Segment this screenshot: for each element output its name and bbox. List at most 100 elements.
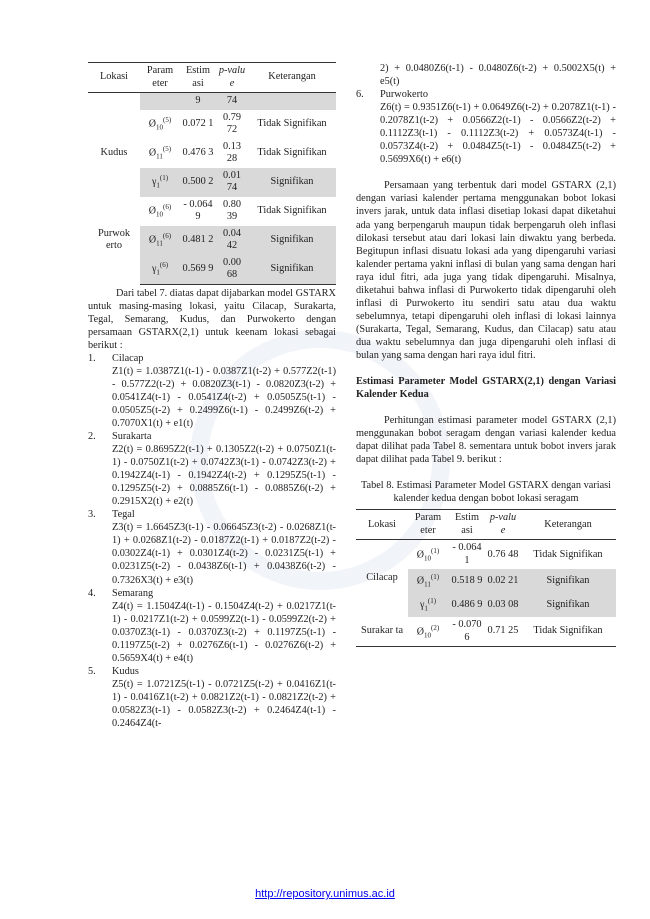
cell-estimasi: 0.569 9 (180, 254, 216, 285)
cell-estimasi: - 0.070 6 (448, 617, 486, 648)
table-header-row: Lokasi Param eter Estim asi p-valu e Ket… (356, 509, 616, 541)
cell-lokasi: Kudus (100, 146, 128, 158)
cell-estimasi: 0.072 1 (182, 117, 214, 129)
cell-estimasi: 0.500 2 (180, 167, 216, 197)
equation-continuation: 2) + 0.0480Z6(t-1) - 0.0480Z6(t-2) + 0.5… (380, 63, 616, 88)
cell-estimasi: 0.518 9 (448, 569, 486, 594)
cell-parameter: Ø10(6) (148, 203, 172, 219)
cell-pvalue: 74 (216, 92, 248, 110)
cell-keterangan: Signifikan (248, 254, 336, 285)
header-lokasi: Lokasi (88, 62, 140, 93)
page-footer: http://repository.unimus.ac.id (0, 888, 650, 900)
header-pvalue: p-valu e (216, 62, 248, 93)
cell-parameter: γ1(1) (140, 167, 180, 197)
cell-pvalue: 0.02 21 (486, 569, 520, 594)
cell-keterangan: Tidak Signifikan (520, 617, 616, 648)
cell-estimasi: - 0.064 1 (452, 542, 482, 566)
repository-link[interactable]: http://repository.unimus.ac.id (255, 888, 395, 900)
table-row: Purwok erto Ø10(6) - 0.064 9 0.80 39 Tid… (88, 197, 336, 252)
equation-item: 6. Purwokerto Z6(t) = 0.9351Z6(t-1) + 0.… (356, 89, 616, 166)
table-row: γ1(6) 0.569 9 0.00 68 Signifikan (88, 254, 336, 285)
equation-name: Semarang (112, 587, 154, 599)
equation-item: 2. Surakarta Z2(t) = 0.8695Z2(t-1) + 0.1… (88, 431, 336, 508)
table-row: Ø11(6) 0.481 2 0.04 42 Signifikan (88, 225, 336, 255)
cell-keterangan: Signifikan (520, 593, 616, 618)
equation-item: 1. Cilacap Z1(t) = 1.0387Z1(t-1) - 0.038… (88, 352, 336, 429)
header-estimasi: Estim asi (448, 509, 486, 541)
header-pvalue: p-valu e (486, 509, 520, 541)
cell-keterangan: Signifikan (520, 569, 616, 594)
cell-parameter: Ø10(5) (148, 116, 172, 132)
cell-estimasi: 9 (180, 92, 216, 110)
cell-keterangan: Tidak Signifikan (257, 204, 327, 216)
cell-keterangan: Tidak Signifikan (257, 117, 327, 129)
equation-text: Z1(t) = 1.0387Z1(t-1) - 0.0387Z1(t-2) + … (112, 365, 336, 429)
equation-text: Z3(t) = 1.6645Z3(t-1) - 0.06645Z3(t-2) -… (112, 522, 336, 586)
header-keterangan: Keterangan (248, 62, 336, 93)
cell-parameter: Ø11(1) (408, 569, 448, 594)
cell-keterangan: Signifikan (248, 225, 336, 255)
cell-pvalue: 0.04 42 (216, 225, 248, 255)
cell-estimasi: - 0.064 9 (183, 198, 213, 223)
table-row: Kudus Ø10(5) 0.072 1 0.79 72 Tidak Signi… (88, 110, 336, 158)
cell-parameter: γ1(1) (408, 593, 448, 618)
table-caption: Tabel 8. Estimasi Parameter Model GSTARX… (360, 480, 612, 505)
equation-text: Z6(t) = 0.9351Z6(t-1) + 0.0649Z6(t-2) + … (380, 102, 616, 166)
cell-lokasi: Surakar ta (356, 617, 408, 648)
cell-keterangan: Tidak Signifikan (257, 146, 327, 158)
equation-item: 5. Kudus Z5(t) = 1.0721Z5(t-1) - 0.0721Z… (88, 665, 336, 730)
table-7: Lokasi Param eter Estim asi p-valu e Ket… (88, 62, 336, 285)
header-parameter: Param eter (140, 62, 180, 93)
cell-lokasi: Purwok erto (97, 227, 131, 252)
cell-lokasi: Cilacap (366, 572, 398, 584)
cell-pvalue: 0.71 25 (486, 617, 520, 648)
equation-item: 3. Tegal Z3(t) = 1.6645Z3(t-1) - 0.06645… (88, 509, 336, 586)
cell-parameter: Ø10(1) (416, 546, 440, 563)
cell-keterangan: Signifikan (248, 167, 336, 197)
equation-name: Tegal (112, 509, 135, 521)
equation-name: Kudus (112, 665, 139, 677)
table-header-row: Lokasi Param eter Estim asi p-valu e Ket… (88, 62, 336, 93)
left-column: Lokasi Param eter Estim asi p-valu e Ket… (88, 62, 336, 730)
table-8: Lokasi Param eter Estim asi p-valu e Ket… (356, 509, 616, 648)
right-column: 2) + 0.0480Z6(t-1) - 0.0480Z6(t-2) + 0.5… (356, 62, 616, 648)
cell-pvalue: 0.03 08 (486, 593, 520, 618)
cell-pvalue: 0.13 28 (222, 140, 242, 165)
cell-pvalue: 0.76 48 (487, 548, 519, 560)
cell-pvalue: 0.80 39 (222, 198, 242, 223)
cell-keterangan: Tidak Signifikan (533, 548, 603, 560)
table-row: Ø11(1) 0.518 9 0.02 21 Signifikan (356, 569, 616, 594)
cell-pvalue: 0.79 72 (222, 111, 242, 136)
cell-pvalue: 0.00 68 (216, 254, 248, 285)
cell-parameter: γ1(6) (140, 254, 180, 285)
cell-estimasi: 0.486 9 (448, 593, 486, 618)
equation-name: Surakarta (112, 431, 152, 443)
header-lokasi: Lokasi (356, 509, 408, 541)
section-heading: Estimasi Parameter Model GSTARX(2,1) den… (356, 376, 616, 401)
body-paragraph: Persamaan yang terbentuk dari model GSTA… (356, 180, 616, 361)
equation-name: Purwokerto (380, 89, 429, 101)
header-estimasi: Estim asi (180, 62, 216, 93)
table-row: 9 74 (88, 92, 336, 110)
equation-list: 6. Purwokerto Z6(t) = 0.9351Z6(t-1) + 0.… (356, 88, 616, 166)
cell-parameter: Ø11(6) (140, 225, 180, 255)
cell-pvalue: 0.01 74 (216, 167, 248, 197)
equation-text: Z2(t) = 0.8695Z2(t-1) + 0.1305Z2(t-2) + … (112, 444, 336, 508)
equation-text: Z5(t) = 1.0721Z5(t-1) - 0.0721Z5(t-2) + … (112, 678, 336, 730)
equation-list: 1. Cilacap Z1(t) = 1.0387Z1(t-1) - 0.038… (88, 352, 336, 730)
equation-name: Cilacap (112, 352, 144, 364)
table-row: γ1(1) 0.500 2 0.01 74 Signifikan (88, 167, 336, 197)
equation-text: Z4(t) = 1.1504Z4(t-1) - 0.1504Z4(t-2) + … (112, 600, 336, 664)
cell-parameter: Ø11(5) (148, 145, 172, 161)
cell-estimasi: 0.481 2 (180, 225, 216, 255)
body-paragraph: Perhitungan estimasi parameter model GST… (356, 415, 616, 466)
table-row: Surakar ta Ø10(2) - 0.070 6 0.71 25 Tida… (356, 617, 616, 648)
cell-estimasi: 0.476 3 (182, 146, 214, 158)
header-parameter: Param eter (408, 509, 448, 541)
equation-item: 4. Semarang Z4(t) = 1.1504Z4(t-1) - 0.15… (88, 587, 336, 664)
table-row: γ1(1) 0.486 9 0.03 08 Signifikan (356, 593, 616, 618)
header-keterangan: Keterangan (520, 509, 616, 541)
table-row: Cilacap Ø10(1) - 0.064 1 0.76 48 Tidak S… (356, 540, 616, 583)
table-row: Ø11(5) 0.476 3 0.13 28 Tidak Signifikan (88, 139, 336, 168)
cell-parameter: Ø10(2) (408, 617, 448, 648)
